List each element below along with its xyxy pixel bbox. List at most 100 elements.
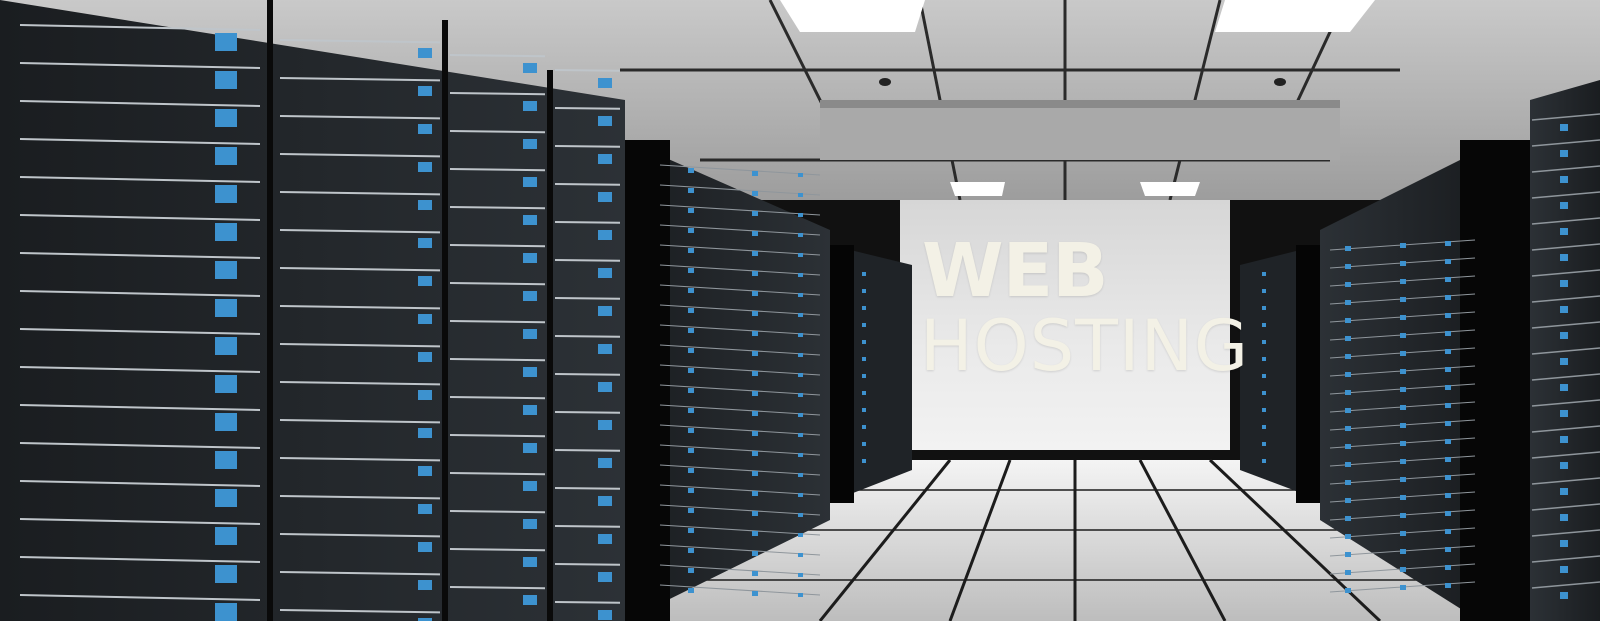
- status-led: [752, 371, 758, 376]
- rack-unit-row: [279, 609, 441, 614]
- status-led: [798, 493, 803, 497]
- status-led: [1560, 592, 1568, 599]
- rack-unit-row: [449, 586, 546, 590]
- status-led: [215, 299, 237, 317]
- status-led: [1445, 421, 1451, 426]
- status-led: [688, 248, 694, 253]
- status-led: [215, 489, 237, 507]
- status-led: [1400, 369, 1406, 374]
- server-rack-icon: [1320, 150, 1480, 621]
- rack-unit-row: [554, 563, 621, 566]
- status-led: [598, 230, 612, 240]
- status-led: [598, 496, 612, 506]
- status-led: [1445, 385, 1451, 390]
- status-led: [523, 595, 537, 605]
- status-led: [862, 289, 866, 293]
- status-led: [688, 208, 694, 213]
- status-led: [1560, 280, 1568, 287]
- rack-unit-row: [19, 100, 261, 107]
- status-led: [1345, 318, 1351, 323]
- status-led: [688, 388, 694, 393]
- rack-unit-row: [19, 24, 261, 31]
- status-led: [1400, 351, 1406, 356]
- status-led: [1345, 480, 1351, 485]
- status-led: [1400, 495, 1406, 500]
- status-led: [752, 211, 758, 216]
- status-led: [862, 374, 866, 378]
- rack-unit-row: [279, 229, 441, 234]
- status-led: [1445, 277, 1451, 282]
- rack-unit-row: [1531, 399, 1600, 407]
- status-led: [1400, 531, 1406, 536]
- status-led: [523, 101, 537, 111]
- status-led: [688, 428, 694, 433]
- status-led: [1560, 488, 1568, 495]
- status-led: [688, 188, 694, 193]
- rack-unit-row: [554, 601, 621, 604]
- rack-unit-row: [449, 206, 546, 210]
- status-led: [1345, 408, 1351, 413]
- rack-unit-row: [554, 259, 621, 262]
- rack-unit-row: [1531, 191, 1600, 199]
- status-led: [862, 408, 866, 412]
- status-led: [1445, 367, 1451, 372]
- status-led: [1262, 272, 1266, 276]
- rack-unit-row: [19, 328, 261, 335]
- status-led: [1262, 459, 1266, 463]
- rack-unit-row: [1531, 139, 1600, 147]
- server-rack-icon: [0, 0, 625, 621]
- rack-unit-row: [449, 396, 546, 400]
- rack-unit-row: [659, 364, 821, 376]
- status-led: [215, 375, 237, 393]
- rack-unit-row: [449, 130, 546, 134]
- security-camera-icon: [879, 78, 1286, 86]
- status-led: [215, 147, 237, 165]
- rack-unit-row: [659, 204, 821, 216]
- status-led: [752, 491, 758, 496]
- status-led: [598, 344, 612, 354]
- status-led: [1560, 436, 1568, 443]
- status-led: [1445, 349, 1451, 354]
- rack-unit-row: [449, 244, 546, 248]
- status-led: [1345, 372, 1351, 377]
- status-led: [752, 171, 758, 176]
- status-led: [215, 71, 237, 89]
- status-led: [798, 393, 803, 397]
- rack-unit-row: [19, 556, 261, 563]
- status-led: [798, 413, 803, 417]
- rack-unit-row: [659, 504, 821, 516]
- status-led: [862, 340, 866, 344]
- status-led: [1560, 254, 1568, 261]
- status-led: [798, 453, 803, 457]
- status-led: [1445, 439, 1451, 444]
- status-led: [1400, 243, 1406, 248]
- rack-unit-row: [554, 297, 621, 300]
- status-led: [418, 162, 432, 172]
- status-led: [523, 329, 537, 339]
- status-led: [598, 154, 612, 164]
- status-led: [418, 466, 432, 476]
- status-led: [1400, 585, 1406, 590]
- rack-unit-row: [19, 366, 261, 373]
- rack-unit-row: [554, 221, 621, 224]
- rack-unit-row: [659, 484, 821, 496]
- status-led: [1345, 246, 1351, 251]
- server-rack-icon: [625, 140, 830, 621]
- status-led: [798, 593, 803, 597]
- status-led: [1400, 297, 1406, 302]
- status-led: [1262, 306, 1266, 310]
- status-led: [215, 337, 237, 355]
- status-led: [688, 448, 694, 453]
- status-led: [418, 352, 432, 362]
- status-led: [418, 276, 432, 286]
- back-wall: [900, 200, 1230, 450]
- status-led: [1400, 513, 1406, 518]
- status-led: [798, 233, 803, 237]
- status-led: [1400, 387, 1406, 392]
- status-led: [1400, 279, 1406, 284]
- status-led: [598, 306, 612, 316]
- status-led: [215, 33, 237, 51]
- rack-unit-row: [554, 525, 621, 528]
- rack-unit-row: [19, 214, 261, 221]
- status-led: [523, 367, 537, 377]
